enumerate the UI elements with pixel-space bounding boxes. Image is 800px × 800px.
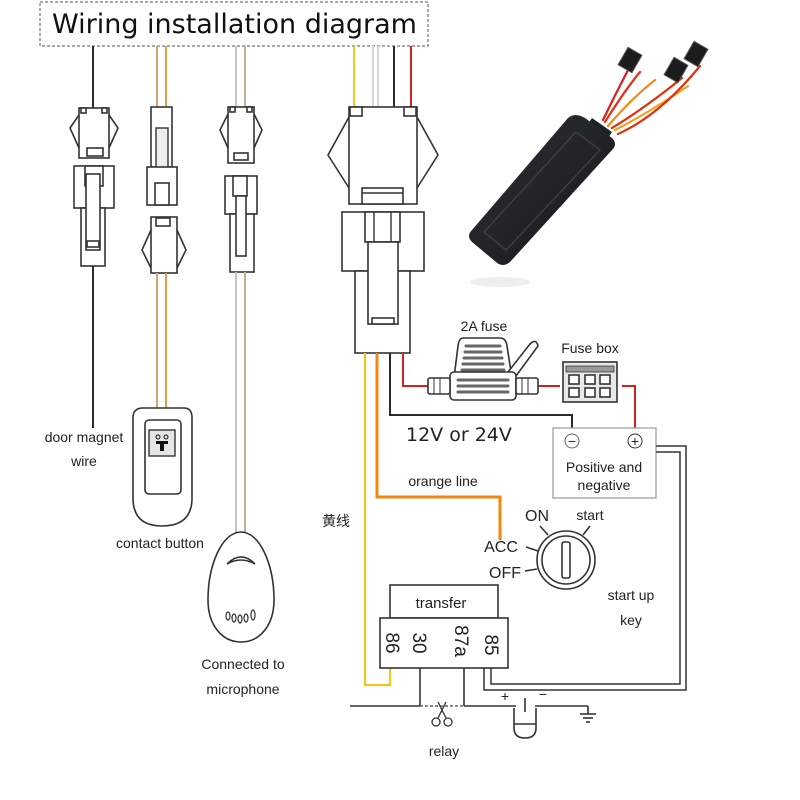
microphone-label-2: microphone	[206, 681, 279, 697]
load-lamp-icon	[513, 698, 537, 739]
battery-label-1: Positive and	[566, 459, 642, 475]
main-power-connector	[327, 46, 439, 354]
fuse-2a-label: 2A fuse	[461, 318, 508, 334]
load-minus-label: −	[539, 686, 547, 702]
title-text: Wiring installation diagram	[52, 9, 417, 40]
relay-circuit	[350, 668, 596, 739]
battery-to-relay-wire	[483, 445, 687, 691]
pin-30-label: 30	[408, 632, 429, 653]
battery: − + Positive and negative	[552, 427, 657, 499]
contact-button	[132, 407, 193, 527]
gps-tracker-device	[469, 40, 709, 287]
microphone-connector	[219, 46, 263, 536]
battery-minus: −	[568, 433, 576, 449]
voltage-label: 12V or 24V	[406, 424, 512, 446]
microphone-label-1: Connected to	[201, 656, 284, 672]
ground-icon	[580, 713, 596, 723]
key-off-label: OFF	[489, 565, 521, 582]
battery-label-2: negative	[578, 477, 631, 493]
contact-button-label: contact button	[116, 535, 204, 551]
pin-87a-label: 87a	[450, 625, 471, 657]
orange-line-label: orange line	[408, 473, 477, 489]
fuse-box-label: Fuse box	[561, 340, 619, 356]
start-key-label-1: start up	[608, 587, 655, 603]
diagram-title: Wiring installation diagram	[39, 1, 429, 47]
microphone	[207, 531, 275, 643]
key-on-label: ON	[525, 508, 549, 525]
door-magnet-label-1: door magnet	[45, 429, 124, 445]
contact-button-connector	[141, 46, 187, 408]
transfer-label: transfer	[416, 595, 467, 612]
fuse-2a	[427, 337, 539, 401]
door-magnet-connector	[69, 46, 119, 428]
key-acc-label: ACC	[484, 539, 518, 556]
pin-86-label: 86	[381, 632, 402, 653]
battery-plus: +	[631, 433, 639, 449]
relay-label: relay	[429, 743, 459, 759]
start-key-label-2: key	[620, 612, 642, 628]
load-plus-label: +	[501, 688, 509, 704]
pin-85-label: 85	[480, 634, 501, 655]
door-magnet-label-2: wire	[70, 453, 97, 469]
transfer-relay: transfer 86 30 87a 85	[379, 584, 509, 669]
ignition-key-switch	[524, 525, 596, 590]
scissors-icon	[431, 701, 453, 727]
fuse-box	[562, 361, 618, 403]
yellow-line-label: 黄线	[322, 513, 350, 529]
power-wires	[363, 353, 636, 687]
key-start-label: start	[576, 507, 603, 523]
